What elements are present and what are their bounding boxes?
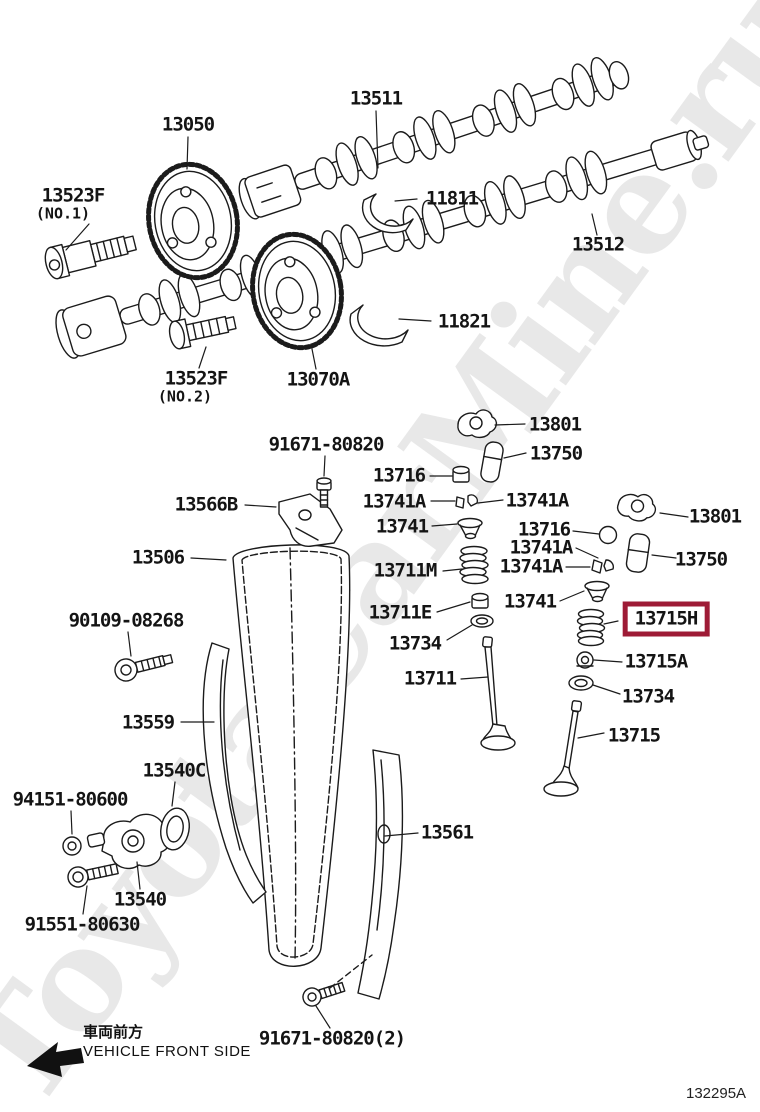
stem-seal-13734-b	[569, 676, 593, 690]
stem-seal-13734-a	[471, 615, 493, 627]
part-label-13801[interactable]: 13801	[528, 413, 582, 436]
part-label-13734[interactable]: 13734	[388, 632, 442, 655]
tensioner-gasket-13540c	[158, 806, 193, 852]
valve-spring-13715h	[578, 610, 605, 646]
part-label-13716[interactable]: 13716	[517, 518, 571, 541]
part-label-13734[interactable]: 13734	[621, 685, 675, 708]
part-label-13540c[interactable]: 13540C	[142, 759, 207, 782]
chain-tensioner-slipper-13561	[358, 750, 402, 999]
rocker-arm-13801-b	[615, 489, 658, 525]
chain-tensioner-13540	[87, 814, 171, 868]
part-label-13716[interactable]: 13716	[372, 464, 426, 487]
part-label-13750[interactable]: 13750	[674, 548, 728, 571]
valve-lifter-13716-b	[600, 527, 617, 544]
part-label-13540[interactable]: 13540	[113, 888, 167, 911]
front-side-label-en: VEHICLE FRONT SIDE	[83, 1043, 251, 1060]
spring-retainer-13741-a	[458, 519, 482, 539]
bolt-13523f-no2	[167, 309, 237, 350]
part-label-13512[interactable]: 13512	[571, 233, 625, 256]
rocker-arm-13801-a	[458, 410, 496, 437]
part-label-13523f[interactable]: 13523F	[41, 184, 106, 207]
part-label-13741[interactable]: 13741	[375, 515, 429, 538]
valve-spring-13711m	[460, 547, 488, 584]
spring-seat-13711e	[472, 594, 488, 609]
part-label-91671-80820-2[interactable]: 91671-80820(2)	[258, 1027, 406, 1050]
part-label-13559[interactable]: 13559	[121, 711, 175, 734]
exhaust-valve-13715	[544, 700, 582, 796]
part-label-13070a[interactable]: 13070A	[286, 368, 351, 391]
part-label-94151-80600[interactable]: 94151-80600	[12, 788, 129, 811]
part-label-13715[interactable]: 13715	[607, 724, 661, 747]
part-label-13711[interactable]: 13711	[403, 667, 457, 690]
part-label-13741[interactable]: 13741	[503, 590, 557, 613]
diagram-code: 132295A	[686, 1085, 747, 1102]
leader-lines	[66, 111, 688, 1028]
vehicle-front-arrow-icon	[27, 1042, 84, 1077]
part-label-13741a[interactable]: 13741A	[362, 490, 427, 513]
bolt-91671-80820-2	[301, 978, 347, 1008]
spring-retainer-13741-b	[585, 582, 609, 602]
vvt-gear-13070a	[244, 227, 350, 355]
valve-lifter-13716-a	[453, 467, 469, 483]
part-label-13506[interactable]: 13506	[131, 546, 185, 569]
vvt-gear-13050	[140, 157, 246, 285]
lash-adjuster-13750-b	[625, 533, 650, 573]
part-label-13801[interactable]: 13801	[688, 505, 742, 528]
part-label-13566b[interactable]: 13566B	[174, 493, 239, 516]
bolt-90109-08268	[113, 648, 175, 683]
part-label-13715a[interactable]: 13715A	[624, 650, 689, 673]
part-label-11811[interactable]: 11811	[425, 187, 479, 210]
nut-94151-80600	[63, 837, 81, 855]
part-label-no-2: (NO.2)	[157, 387, 213, 406]
part-label-13711m[interactable]: 13711M	[373, 559, 438, 582]
part-label-13050[interactable]: 13050	[161, 113, 215, 136]
bolt-91551-80630	[66, 859, 119, 889]
part-label-13750[interactable]: 13750	[529, 442, 583, 465]
part-label-no-1: (NO.1)	[35, 204, 91, 223]
bearing-11821	[350, 305, 408, 346]
part-label-91551-80630[interactable]: 91551-80630	[24, 913, 141, 936]
lash-adjuster-13750-a	[480, 441, 505, 484]
highlighted-part-label-13715h[interactable]: 13715H	[622, 601, 710, 637]
valve-keepers-13741a-a	[456, 495, 477, 508]
intake-valve-13711	[481, 637, 515, 750]
chain-guide-13559	[203, 643, 266, 903]
bolt-91671-80820	[317, 478, 331, 507]
part-label-13741a[interactable]: 13741A	[509, 536, 574, 559]
part-label-13741a[interactable]: 13741A	[505, 489, 570, 512]
timing-chain-13506	[233, 545, 350, 966]
valve-keepers-13741a-b	[592, 560, 613, 573]
part-label-13711e[interactable]: 13711E	[368, 601, 433, 624]
front-side-label-jp: 車両前方	[83, 1023, 144, 1041]
part-label-91671-80820[interactable]: 91671-80820	[268, 433, 385, 456]
spring-seat-13715a	[577, 652, 593, 668]
part-label-13561[interactable]: 13561	[420, 821, 474, 844]
bearing-11811	[363, 194, 413, 233]
part-label-13511[interactable]: 13511	[349, 87, 403, 110]
part-label-11821[interactable]: 11821	[437, 310, 491, 333]
part-label-13741a[interactable]: 13741A	[499, 555, 564, 578]
part-label-13523f[interactable]: 13523F	[164, 367, 229, 390]
part-label-90109-08268[interactable]: 90109-08268	[68, 609, 185, 632]
bolt-13523f-no1	[42, 227, 138, 280]
